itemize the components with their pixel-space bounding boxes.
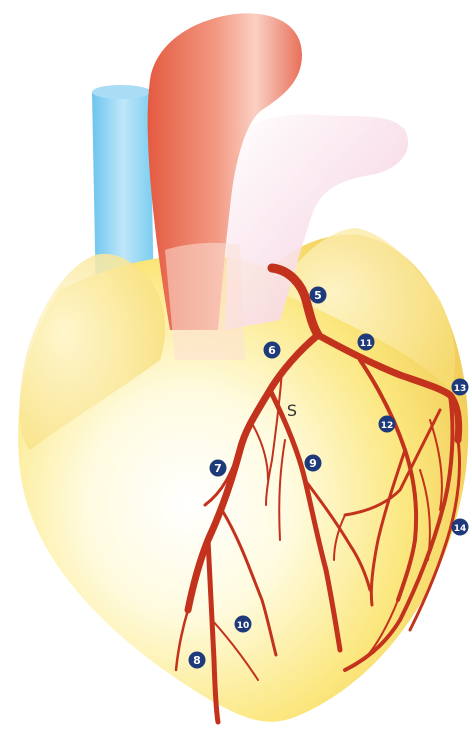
marker-6-label: 6 xyxy=(268,344,276,357)
marker-5-label: 5 xyxy=(314,289,322,302)
marker-8: 8 xyxy=(189,652,206,669)
marker-13: 13 xyxy=(452,379,469,396)
marker-8-label: 8 xyxy=(193,654,201,667)
marker-7: 7 xyxy=(210,460,227,477)
marker-6: 6 xyxy=(264,342,281,359)
marker-11-label: 11 xyxy=(360,339,373,349)
marker-9-label: 9 xyxy=(309,457,317,470)
marker-11: 11 xyxy=(358,334,375,351)
marker-13-label: 13 xyxy=(454,384,467,394)
aortic-root xyxy=(165,243,245,360)
marker-12: 12 xyxy=(379,416,396,433)
marker-14: 14 xyxy=(452,519,469,536)
marker-12-label: 12 xyxy=(381,421,394,431)
septal-letter-label: S xyxy=(287,401,297,420)
marker-9: 9 xyxy=(305,455,322,472)
vena-cava-opening xyxy=(92,85,150,99)
marker-5: 5 xyxy=(310,287,327,304)
marker-10-label: 10 xyxy=(237,621,250,631)
marker-10: 10 xyxy=(235,616,252,633)
marker-14-label: 14 xyxy=(454,524,467,534)
marker-7-label: 7 xyxy=(214,462,222,475)
